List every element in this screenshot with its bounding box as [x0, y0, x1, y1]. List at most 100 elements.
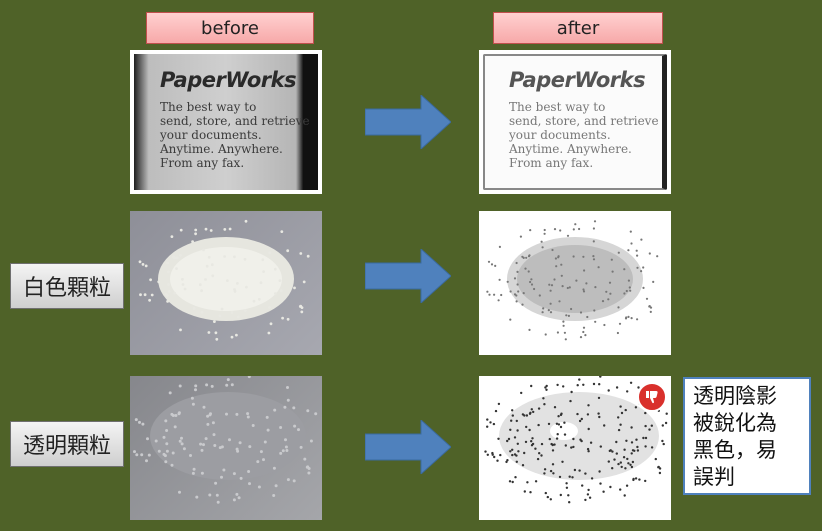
granule — [634, 477, 638, 480]
paperworks-before-image: PaperWorks The best way to send, store, … — [130, 50, 322, 194]
granule — [139, 293, 142, 297]
before-header: before — [146, 12, 314, 44]
granule — [148, 298, 151, 302]
granule — [509, 428, 512, 431]
granule — [243, 257, 247, 261]
granule — [623, 494, 626, 497]
granule — [314, 412, 318, 416]
granule — [530, 283, 534, 286]
granule — [164, 460, 168, 464]
granule — [530, 384, 533, 388]
granule — [283, 405, 287, 409]
granule — [593, 220, 597, 223]
granule — [180, 436, 183, 440]
granule — [567, 494, 570, 497]
granule — [599, 482, 602, 485]
granule — [557, 255, 560, 258]
granule — [181, 283, 185, 286]
granule — [650, 424, 653, 427]
granule — [623, 292, 626, 295]
granule — [630, 441, 634, 444]
granule — [576, 384, 579, 387]
granule — [505, 460, 508, 464]
granule — [509, 290, 512, 293]
granule — [578, 419, 582, 423]
granule — [204, 437, 208, 441]
granule — [521, 413, 525, 416]
granule — [263, 440, 267, 444]
granule — [244, 219, 248, 223]
granule — [257, 297, 261, 301]
granule — [517, 290, 520, 293]
granule — [609, 449, 612, 452]
granule — [262, 270, 265, 273]
granule — [556, 383, 559, 387]
granule — [528, 428, 531, 432]
granule — [157, 280, 161, 284]
granule — [281, 449, 285, 453]
granule — [140, 453, 144, 457]
granule — [572, 228, 575, 231]
granule — [272, 494, 276, 497]
granule — [205, 383, 209, 387]
granule — [617, 428, 621, 432]
granule — [619, 461, 622, 464]
granule — [515, 294, 518, 297]
granule — [629, 289, 632, 292]
granule — [616, 331, 619, 335]
granule — [658, 471, 662, 475]
granule — [517, 450, 520, 453]
granule — [173, 291, 177, 295]
granule — [586, 447, 590, 451]
granule — [497, 402, 501, 406]
granule — [149, 278, 152, 282]
granule — [607, 298, 610, 301]
granule — [629, 230, 632, 233]
granule — [286, 249, 290, 253]
granule — [523, 451, 526, 455]
granule — [548, 437, 551, 441]
granule — [545, 384, 548, 388]
granule — [147, 453, 151, 457]
granule — [523, 490, 526, 493]
granule — [553, 443, 556, 446]
granule — [232, 498, 236, 502]
granule — [500, 293, 503, 297]
granule — [516, 270, 519, 273]
granule — [138, 420, 141, 424]
granule — [599, 376, 602, 378]
granule — [571, 476, 574, 479]
granule — [506, 280, 509, 283]
granule — [293, 286, 296, 290]
granule — [279, 426, 283, 429]
granule — [167, 283, 170, 286]
granule — [592, 255, 595, 258]
granule — [200, 289, 203, 293]
granule — [218, 314, 222, 318]
granule — [640, 238, 643, 241]
granule — [555, 422, 559, 425]
granule — [192, 467, 196, 471]
granule — [210, 384, 214, 388]
granule — [623, 448, 626, 451]
granule — [297, 428, 300, 432]
granule — [640, 270, 643, 273]
granule — [630, 452, 633, 455]
granule — [228, 438, 231, 442]
granule — [285, 449, 289, 452]
granule — [238, 441, 242, 445]
granule — [524, 440, 528, 444]
granule — [627, 249, 630, 252]
granule — [615, 386, 619, 389]
granule — [202, 248, 205, 252]
granule — [551, 449, 555, 452]
granule — [177, 412, 181, 416]
granule — [559, 229, 562, 232]
granule — [644, 445, 647, 448]
granule — [664, 421, 668, 425]
granule — [166, 300, 169, 303]
granule — [182, 447, 186, 451]
granule — [171, 451, 175, 455]
paperworks-after-image: PaperWorks The best way to send, store, … — [479, 50, 671, 194]
granule — [225, 412, 228, 416]
